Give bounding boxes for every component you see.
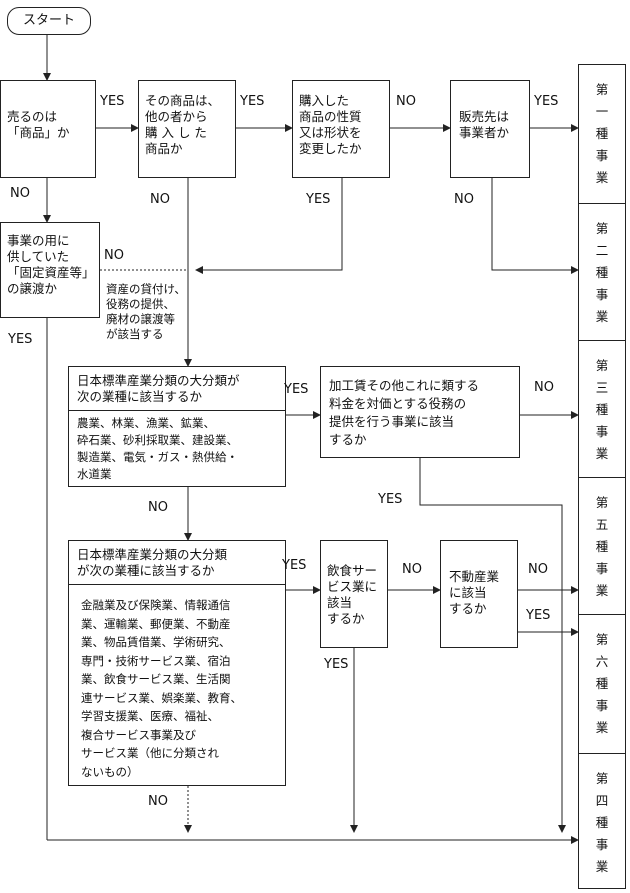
category-type-5: 第 五 種 事 業 (578, 477, 626, 615)
label-no: NO (454, 192, 474, 207)
label-yes: YES (324, 657, 349, 672)
label-yes: YES (8, 332, 33, 347)
decision-food-service: 飲食サー ビス業に 該当 するか (320, 540, 388, 648)
decision-industry-group-2-list: 金融業及び保険業、情報通信 業、運輸業、郵便業、不動産 業、物品賃借業、学術研究… (81, 598, 242, 779)
category-type-4: 第 四 種 事 業 (578, 753, 626, 889)
decision-altered-goods-text: 購入した 商品の性質 又は形状を 変更したか (299, 93, 362, 156)
label-yes: YES (240, 94, 265, 109)
category-type-6-label: 第 六 種 事 業 (595, 632, 609, 735)
decision-purchased-from-others-text: その商品は、 他の者から 購 入 し た 商品か (145, 93, 221, 156)
label-yes: YES (306, 192, 331, 207)
decision-buyer-is-business-text: 販売先は 事業者か (459, 109, 510, 140)
label-yes: YES (100, 94, 125, 109)
category-type-1-label: 第 一 種 事 業 (595, 82, 609, 185)
category-type-3-label: 第 三 種 事 業 (595, 358, 609, 461)
decision-fixed-asset-transfer: 事業の用に 供していた 「固定資産等」 の譲渡か (0, 222, 100, 318)
decision-is-product-text: 売るのは 「商品」か (7, 109, 70, 140)
label-yes: YES (284, 382, 309, 397)
decision-is-product: 売るのは 「商品」か (0, 80, 96, 178)
decision-purchased-from-others: その商品は、 他の者から 購 入 し た 商品か (138, 80, 236, 178)
label-yes: YES (526, 608, 551, 623)
category-type-1: 第 一 種 事 業 (578, 64, 626, 204)
label-no: NO (396, 94, 416, 109)
label-no: NO (148, 794, 168, 809)
label-no: NO (528, 562, 548, 577)
decision-altered-goods: 購入した 商品の性質 又は形状を 変更したか (292, 80, 390, 178)
label-no: NO (104, 248, 124, 263)
label-no: NO (534, 380, 554, 395)
decision-industry-group-1-list: 農業、林業、漁業、鉱業、 砕石業、砂利採取業、建設業、 製造業、電気・ガス・熱供… (77, 416, 238, 481)
category-type-2: 第 二 種 事 業 (578, 203, 626, 341)
decision-fixed-asset-transfer-text: 事業の用に 供していた 「固定資産等」 の譲渡か (7, 233, 95, 296)
decision-buyer-is-business: 販売先は 事業者か (450, 80, 530, 178)
decision-industry-group-1: 日本標準産業分類の大分類が 次の業種に該当するか 農業、林業、漁業、鉱業、 砕石… (68, 366, 286, 487)
label-no: NO (402, 562, 422, 577)
category-type-5-label: 第 五 種 事 業 (595, 495, 609, 598)
decision-real-estate-text: 不動産業 に該当 するか (449, 569, 500, 616)
category-type-4-label: 第 四 種 事 業 (595, 771, 609, 874)
category-type-3: 第 三 種 事 業 (578, 340, 626, 478)
start-node: スタート (7, 7, 91, 35)
label-no: NO (148, 500, 168, 515)
category-type-2-label: 第 二 種 事 業 (595, 221, 609, 324)
category-type-6: 第 六 種 事 業 (578, 614, 626, 754)
label-yes: YES (378, 492, 403, 507)
label-no: NO (150, 192, 170, 207)
label-no: NO (10, 186, 30, 201)
label-yes: YES (534, 94, 559, 109)
label-yes: YES (282, 558, 307, 573)
note-services: 資産の貸付け、 役務の提供、 廃材の譲渡等 が該当する (106, 282, 186, 341)
decision-processing-fee-service: 加工賃その他これに類する 料金を対価とする役務の 提供を行う事業に該当 するか (320, 366, 520, 458)
decision-food-service-text: 飲食サー ビス業に 該当 するか (327, 563, 378, 626)
decision-industry-group-1-question: 日本標準産業分類の大分類が 次の業種に該当するか (77, 373, 240, 404)
decision-real-estate: 不動産業 に該当 するか (440, 540, 518, 648)
decision-industry-group-2-question: 日本標準産業分類の大分類 が次の業種に該当するか (77, 547, 228, 578)
decision-industry-group-2: 日本標準産業分類の大分類 が次の業種に該当するか 金融業及び保険業、情報通信 業… (68, 540, 286, 786)
decision-processing-fee-service-text: 加工賃その他これに類する 料金を対価とする役務の 提供を行う事業に該当 するか (329, 378, 480, 447)
